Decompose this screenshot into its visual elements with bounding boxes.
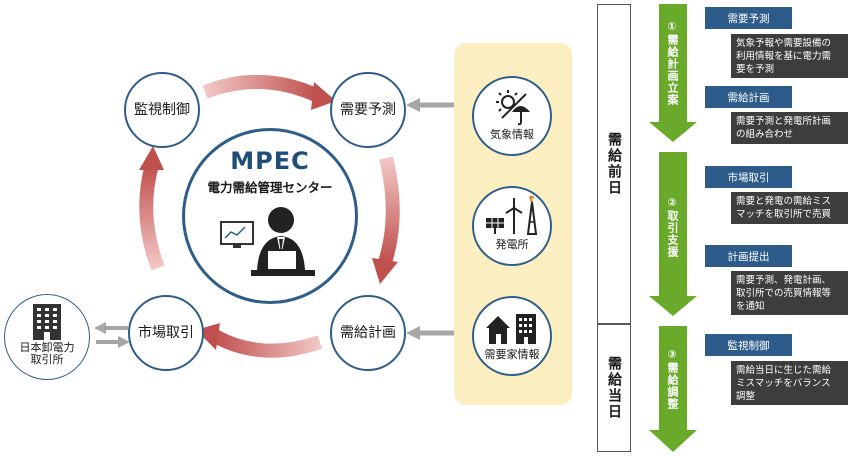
weather-icon [496,90,530,126]
operator-icon [220,207,315,276]
house-building-icon [486,314,536,344]
plant-node: 発電所 [472,186,552,266]
desc-line: 調整 [736,390,756,402]
desc-line: 要を予測 [736,63,775,75]
cycle-arrowhead-right [372,258,398,284]
gray-arrowhead-weather [406,98,420,112]
phase-number-3: ③ [665,348,679,362]
step-desc-submit: 需要予測、発電計画、 取引所での売買情報等 を通知 [731,271,848,315]
desc-line: 利用情報を基に電力需 [736,50,832,62]
phase-arrow-head-1 [649,122,697,142]
day-same-label: 需給当日 [606,356,622,420]
mpec-subtitle: 電力需給管理センター [207,180,333,195]
step-desc-market: 需要と発電の需給ミス マッチを取引所で売買 [731,192,848,224]
day-prior-box: 需給前日 [597,4,631,324]
phase-arrow-head-2 [649,296,697,316]
desc-line: 需要予測、発電計画、 [736,275,832,286]
desc-line: 需要と発電の需給ミス [736,196,832,207]
step-title-market: 市場取引 [705,166,792,188]
step-desc-monitor: 需給当日に生じた需給 ミスマッチをバランス 調整 [731,361,848,405]
step-title-plan: 需給計画 [705,86,792,108]
customer-label: 需要家情報 [484,348,540,361]
desc-line: 需給当日に生じた需給 [736,365,832,376]
phase-text-3: 需給調整 [666,362,679,410]
forecast-node: 需要予測 [330,72,406,148]
phase-number-2: ② [665,196,679,210]
step-desc-forecast: 気象予報や需要設備の 利用情報を基に電力需 要を予測 [731,34,848,78]
day-same-box: 需給当日 [597,324,631,452]
cycle-arrow-top [202,74,321,103]
phase-label-2: ② 取引支援 [664,196,680,258]
phase-text-2: 取引支援 [666,210,679,258]
desc-line: を通知 [736,300,765,312]
forecast-label: 需要予測 [340,101,396,118]
phase-arrow-body-2 [659,152,687,298]
cycle-arrow-right [378,156,400,265]
phase-label-1: ① 需給計画立案 [664,20,680,106]
desc-line: 取引所での売買情報等 [736,287,832,299]
customer-node: 需要家情報 [472,296,552,376]
weather-node: 気象情報 [472,76,552,156]
exchange-label-line2: 取引所 [30,353,64,367]
desc-line: ミスマッチをバランス [736,377,831,389]
step-desc-plan: 需要予測と発電所計画 の組み合わせ [731,112,848,144]
building-icon [33,303,61,340]
step-title-text: 監視制御 [727,339,770,352]
plan-node: 需給計画 [330,295,406,371]
day-prior-label: 需給前日 [606,132,622,196]
cycle-arrowhead-top [311,82,336,110]
phase-arrow-body-3 [659,326,687,432]
weather-label: 気象情報 [490,128,534,141]
mpec-center: MPEC 電力需給管理センター [182,128,358,304]
cycle-arrow-left [139,163,165,271]
power-plant-icon [486,196,538,235]
step-title-monitor: 監視制御 [705,334,792,356]
phase-number-1: ① [665,20,679,34]
step-title-text: 市場取引 [727,171,770,184]
monitor-node: 監視制御 [124,72,200,148]
phase-label-3: ③ 需給調整 [664,348,680,410]
step-title-forecast: 需要予測 [705,7,792,29]
step-title-text: 需要予測 [727,12,770,25]
exchange-node: 日本卸電力 取引所 [4,294,90,380]
phase-arrow-head-3 [649,430,697,452]
gray-arrowhead-from-exchange [118,336,130,348]
plant-label: 発電所 [495,238,529,251]
monitor-label: 監視制御 [134,101,190,118]
cycle-arrow-bottom [211,329,323,358]
exchange-label-line1: 日本卸電力 [19,340,75,354]
desc-line: 気象予報や需要設備の [736,38,832,49]
gray-arrowhead-to-exchange [94,322,106,334]
step-title-text: 計画提出 [727,250,770,263]
desc-line: 需要予測と発電所計画 [736,116,832,127]
step-title-submit: 計画提出 [705,245,792,267]
step-title-text: 需給計画 [727,91,770,104]
desc-line: の組み合わせ [736,128,794,140]
mpec-title: MPEC [230,147,310,175]
gray-arrowhead-customer [406,326,420,340]
market-node: 市場取引 [128,295,204,371]
plan-label: 需給計画 [340,324,396,341]
desc-line: マッチを取引所で売買 [736,208,832,220]
cycle-arrowhead-left [139,146,164,170]
phase-arrow-body-1 [659,4,687,124]
market-label: 市場取引 [138,324,194,341]
phase-text-1: 需給計画立案 [666,34,679,106]
